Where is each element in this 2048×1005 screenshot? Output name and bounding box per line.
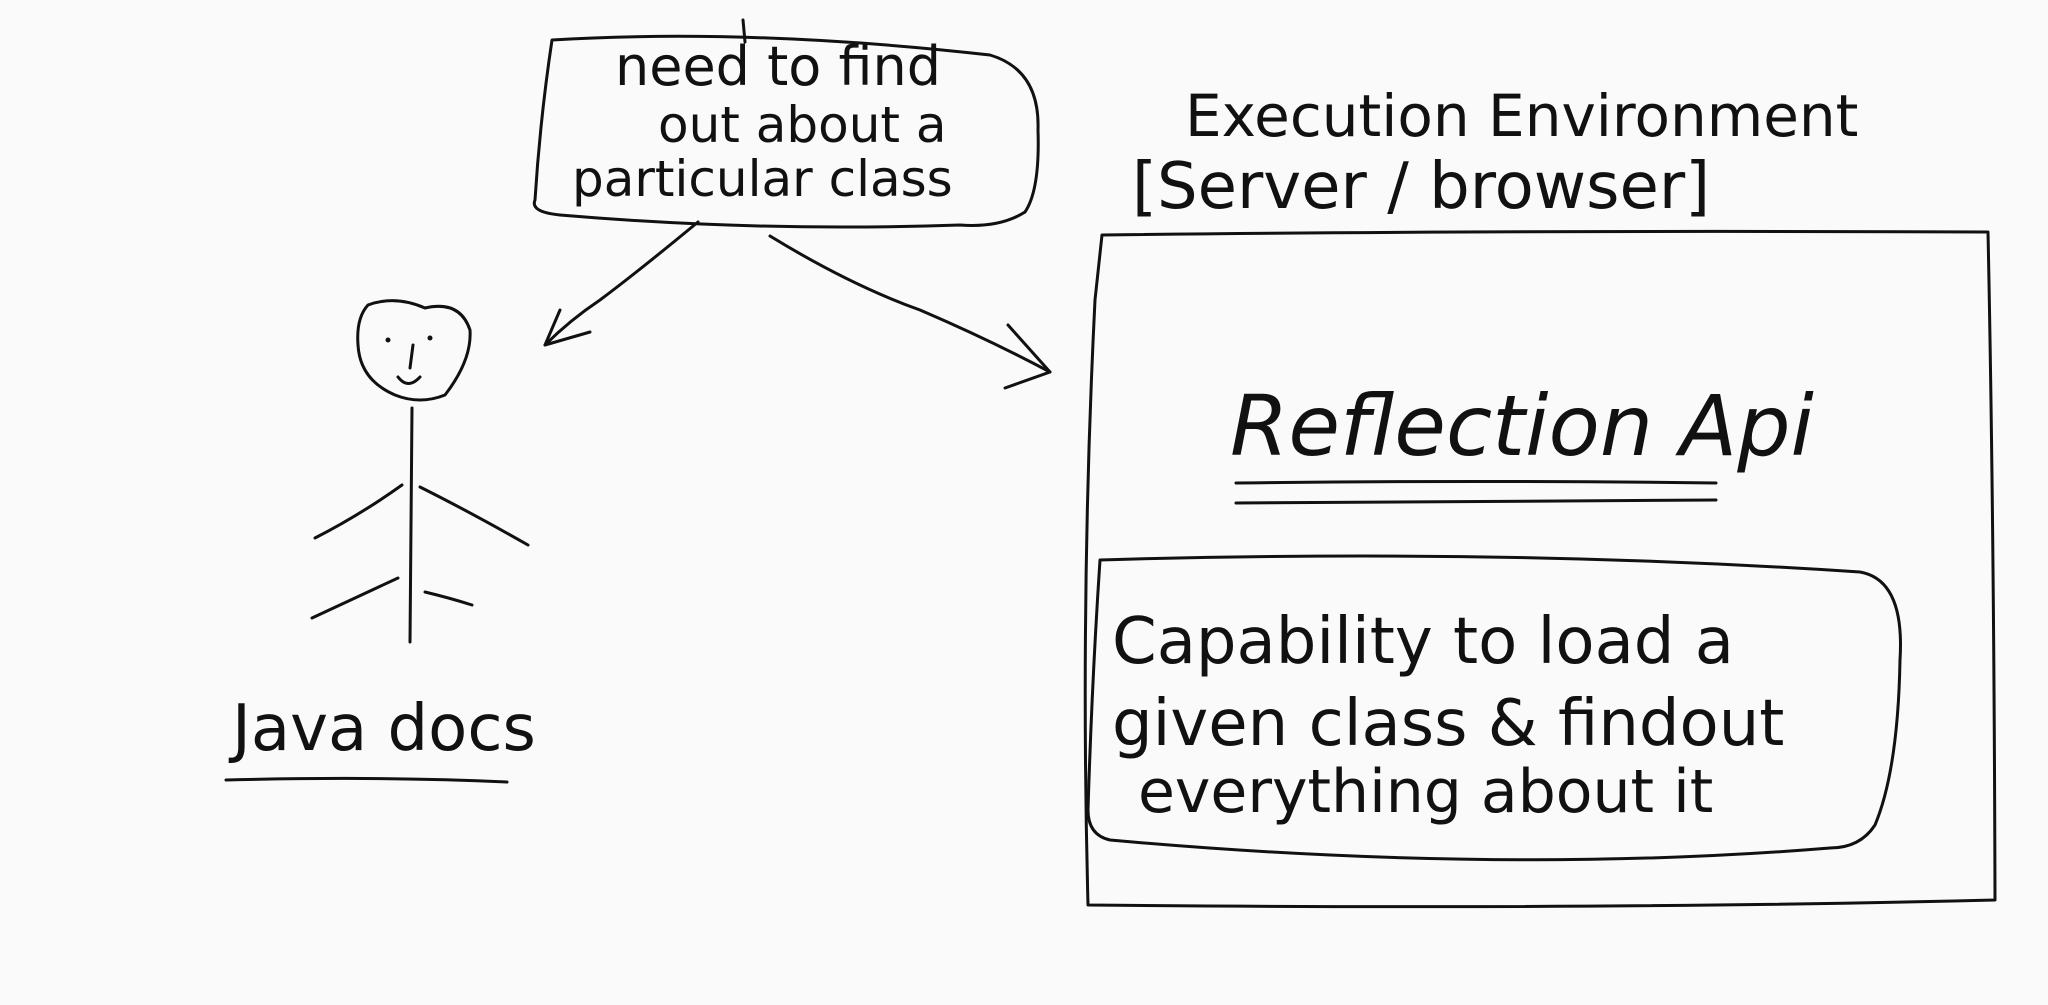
- arrow-to-environment: [768, 234, 1052, 390]
- stick-figure-leg-right: [423, 590, 474, 607]
- stick-figure: [310, 299, 530, 644]
- arrow-to-environment-line: [768, 234, 1052, 374]
- stick-figure-mouth: [396, 375, 422, 385]
- environment-subtitle: [Server / browser]: [1132, 150, 1710, 224]
- stick-figure-leg-left: [310, 576, 400, 620]
- environment-box: Reflection Api: [1083, 229, 1997, 909]
- person-label-underline: [224, 776, 509, 784]
- stick-figure-nose: [408, 343, 415, 370]
- callout-line1: need to find: [615, 35, 941, 98]
- callout-line3: particular class: [572, 150, 953, 208]
- stick-figure-body: [408, 406, 414, 644]
- arrow-to-person: [543, 220, 700, 347]
- arrow-to-person-line: [543, 220, 700, 347]
- stick-figure-eye-left: [385, 337, 391, 343]
- person-label: Java docs: [224, 692, 536, 784]
- api-title: Reflection Api: [1230, 377, 1814, 475]
- person-label-text: Java docs: [228, 692, 536, 766]
- capability-border: [1086, 554, 1902, 862]
- stick-figure-arm-right: [418, 485, 530, 547]
- stick-figure-eye-right: [427, 335, 433, 341]
- capability-line2: given class & findout: [1112, 687, 1784, 761]
- capability-line3: everything about it: [1138, 757, 1713, 827]
- api-title-underline-2: [1234, 498, 1718, 505]
- arrow-to-environment-head: [1003, 323, 1052, 390]
- stick-figure-head: [356, 299, 472, 402]
- environment-heading: Execution Environment [Server / browser]: [1132, 82, 1858, 224]
- callout-box: need to find out about a particular clas…: [532, 18, 1040, 229]
- environment-title: Execution Environment: [1185, 82, 1858, 150]
- capability-box: Capability to load a given class & findo…: [1086, 554, 1902, 862]
- arrow-to-person-head: [543, 308, 592, 347]
- callout-border: [532, 34, 1040, 229]
- stick-figure-arm-left: [313, 483, 404, 540]
- callout-tick: [741, 18, 747, 44]
- api-title-underline-1: [1234, 480, 1718, 485]
- capability-line1: Capability to load a: [1112, 605, 1734, 679]
- environment-border: [1083, 229, 1997, 909]
- callout-line2: out about a: [658, 96, 947, 154]
